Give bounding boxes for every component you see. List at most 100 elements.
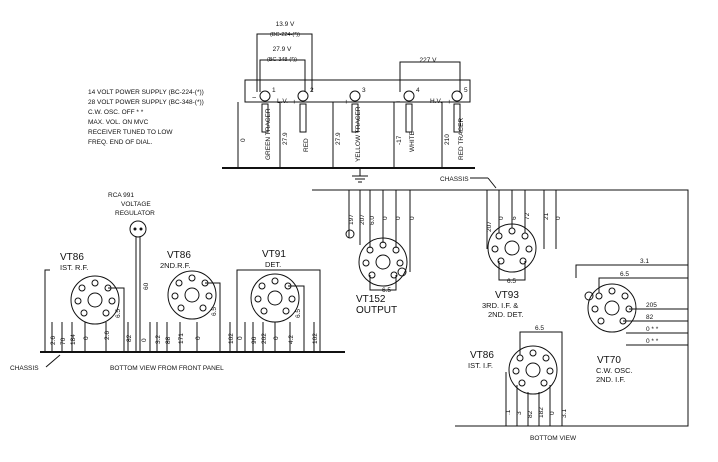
vt152-minus-marker [345, 229, 355, 239]
front-lead-11: 0 [195, 336, 202, 340]
terminal-1: 1 − [252, 87, 276, 102]
tracer-label-3: YELLOW TRACER [355, 106, 362, 162]
probe-red-1 [299, 103, 307, 133]
ground-symbol [352, 175, 368, 183]
front-lead-15: 202 [261, 333, 268, 344]
lead-value-3: 27.9 [335, 132, 342, 145]
probe-green [261, 103, 269, 133]
label-27-9v: 27.9 V [273, 46, 292, 53]
svg-text:−: − [396, 97, 401, 106]
regulator-line-2: VOLTAGE [121, 201, 151, 208]
label-13-9v: 13.9 V [276, 21, 295, 28]
note-line-6: FREQ. END OF DIAL. [88, 139, 152, 146]
regulator-tube [129, 220, 147, 238]
vt152-lead-5: 0 [395, 216, 402, 220]
lead-value-2: 27.9 [282, 132, 289, 145]
rear-chassis-frame [312, 189, 689, 427]
svg-text:5: 5 [464, 87, 468, 94]
svg-text:VT86: VT86 [60, 252, 84, 263]
terminal-5: 5 + [447, 87, 468, 106]
vt152-bottom-bracket [369, 275, 397, 291]
vt93-bottom-value: 6.5 [507, 278, 516, 285]
vt152-lead-6: 0 [409, 216, 416, 220]
front-lead-17: 4.2 [288, 335, 295, 344]
vt70-leads [575, 264, 688, 346]
front-caption: BOTTOM VIEW FROM FRONT PANEL [110, 365, 224, 372]
vt86-if-leads [505, 372, 563, 426]
svg-text:1: 1 [272, 87, 276, 94]
vt93-lead-5: 21 [543, 212, 550, 220]
supply-leads [237, 102, 461, 168]
vt86-if-top-value: 6.5 [535, 325, 544, 332]
label-27-9v-sub: (BC-348-(*)) [267, 57, 297, 63]
svg-text:+: + [292, 97, 297, 106]
vt152-minus-marker-2 [397, 267, 407, 277]
svg-text:−: − [252, 93, 257, 102]
lead-value-1: 0 [240, 138, 247, 142]
tracer-label-5: RED TRACER [458, 118, 465, 160]
bracket-227v [399, 61, 461, 92]
front-lead-18: 102 [312, 333, 319, 344]
svg-text:2ND. I.F.: 2ND. I.F. [596, 375, 625, 384]
vt91-enclosure [236, 269, 321, 352]
vt86-if-lead-3: 82 [527, 410, 534, 418]
vt86-2-bracket [205, 282, 221, 352]
front-lead-1: 2.6 [50, 336, 57, 345]
vt93-lead-6: 0 [555, 216, 562, 220]
svg-text:DET.: DET. [265, 260, 281, 269]
vt152-bottom-value: 6.5 [382, 287, 391, 294]
front-lead-4: 0 [83, 336, 90, 340]
vt70-value-3: 205 [646, 302, 657, 309]
tube-vt86-1st-rf: VT86 IST. R.F. [60, 252, 120, 325]
svg-text:VT86: VT86 [167, 250, 191, 261]
svg-text:2ND. DET.: 2ND. DET. [488, 310, 523, 319]
front-lead-2: 70 [60, 337, 67, 345]
svg-text:VT152: VT152 [356, 294, 386, 305]
svg-text:VT93: VT93 [495, 290, 519, 301]
vt86-if-lead-1: .1 [505, 409, 512, 415]
front-leads [51, 322, 315, 352]
tube-vt86-1st-if: 6.5 VT86 IST. I.F. [468, 325, 563, 395]
vt152-lead-4: 0 [382, 216, 389, 220]
vt93-lead-1: 207 [486, 221, 493, 232]
vt152-lead-2: 207 [359, 214, 366, 225]
note-line-2: 28 VOLT POWER SUPPLY (BC-348-(*)) [88, 99, 204, 106]
chassis-pointer-tip [487, 177, 497, 189]
svg-text:VT70: VT70 [597, 355, 621, 366]
terminal-2: 2 + [292, 87, 314, 106]
vt70-value-4: 82 [646, 314, 654, 321]
tube-vt152-output: VT152 OUTPUT 6.5 [345, 229, 408, 316]
vt86-if-lead-4: 182 [538, 407, 545, 418]
front-side-3: 6.5 [295, 309, 302, 318]
svg-text:OUTPUT: OUTPUT [356, 305, 397, 316]
tube-vt86-2nd-rf: VT86 2ND.R.F. [160, 250, 217, 320]
vt86-1-bracket [108, 287, 125, 352]
front-chassis-label: CHASSIS [10, 365, 39, 372]
notes-block: 14 VOLT POWER SUPPLY (BC-224-(*)) 28 VOL… [88, 89, 204, 146]
tube-vt93-3rd-if: 6.5 VT93 3RD. I.F. & 2ND. DET. [482, 223, 537, 319]
vt70-value-2: 6.5 [620, 271, 629, 278]
vt93-lead-4: 72 [524, 212, 531, 220]
note-line-3: C.W. OSC. OFF * * [88, 109, 144, 116]
vt70-value-6: 0 * * [646, 338, 659, 345]
bracket-13-9v [256, 33, 313, 92]
note-line-4: MAX. VOL. ON MVC [88, 119, 149, 126]
vt86-if-top-bracket [519, 331, 563, 395]
front-lead-8: 3.2 [155, 335, 162, 344]
svg-text:3: 3 [362, 87, 366, 94]
label-227v: 227 V [420, 57, 438, 64]
front-lead-13: 0 [237, 336, 244, 340]
front-lead-3: 184 [70, 334, 77, 345]
tracer-label-4: WHITE [409, 130, 416, 152]
vt93-lead-3: 6 [511, 216, 518, 220]
svg-text:IST. I.F.: IST. I.F. [468, 361, 493, 370]
vt86-if-lead-5: 0 [549, 411, 556, 415]
vt86-if-lead-2: 3 [516, 411, 523, 415]
front-lead-6: 82 [126, 334, 133, 342]
front-lead-12: 102 [228, 333, 235, 344]
svg-text:+: + [344, 97, 349, 106]
vt152-leads [348, 190, 411, 272]
front-left-wall [44, 269, 50, 352]
svg-text:3RD. I.F. &: 3RD. I.F. & [482, 301, 518, 310]
regulator-line-1: RCA 991 [108, 192, 134, 199]
